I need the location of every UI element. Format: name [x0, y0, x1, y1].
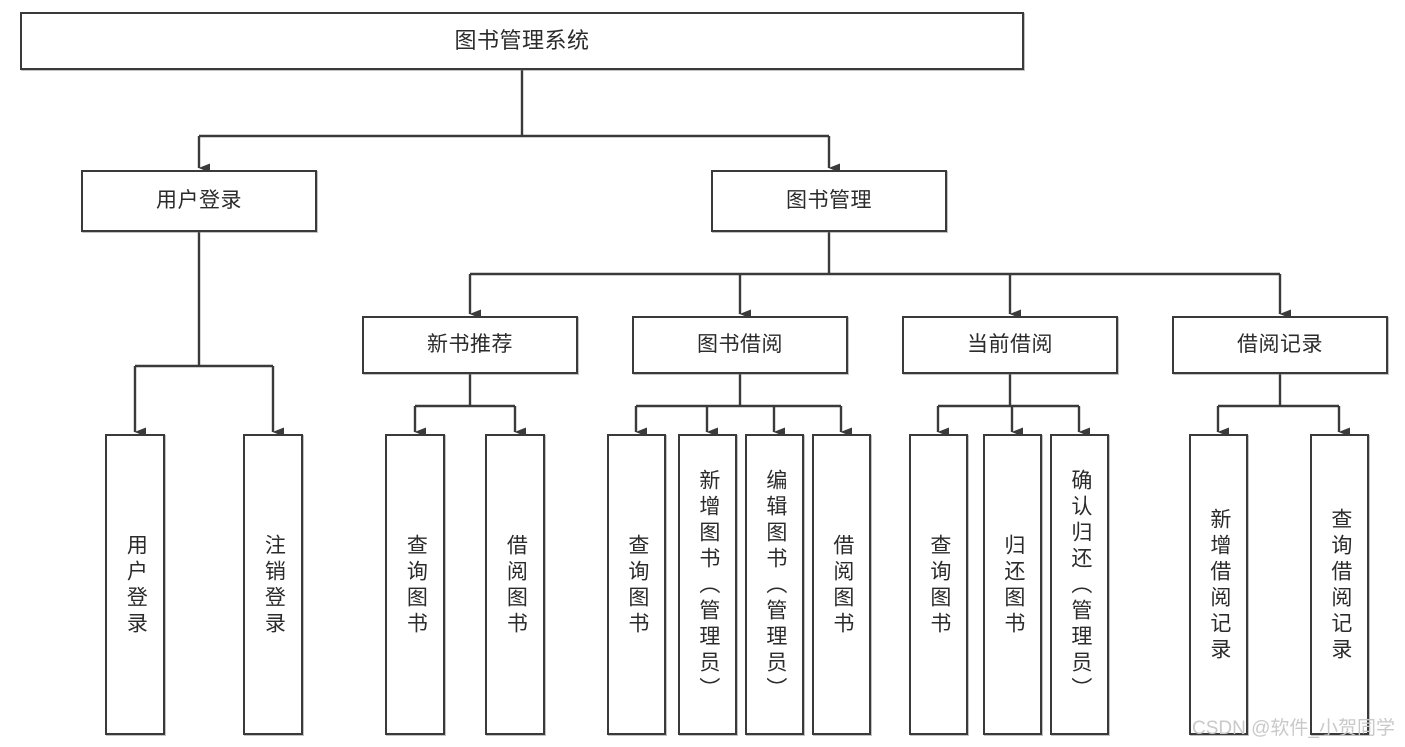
leaf-node-query-book-borrow[interactable]: 查询图书: [607, 434, 666, 735]
node-label: 图书管理系统: [454, 28, 590, 54]
leaf-node-return-book[interactable]: 归还图书: [983, 434, 1042, 735]
node-current-borrow[interactable]: 当前借阅: [902, 316, 1118, 374]
node-root-system[interactable]: 图书管理系统: [20, 12, 1024, 70]
node-book-borrow[interactable]: 图书借阅: [632, 316, 848, 374]
node-label: 查询图书: [625, 533, 649, 638]
node-label: 用户登录: [156, 188, 242, 212]
leaf-node-user-login[interactable]: 用户登录: [105, 434, 165, 735]
leaf-node-confirm-return-admin[interactable]: 确认归还（管理员）: [1050, 434, 1109, 735]
node-new-book-recommend[interactable]: 新书推荐: [362, 316, 578, 374]
node-label: 新增图书（管理员）: [696, 468, 720, 703]
node-label: 查询借阅记录: [1328, 507, 1352, 664]
node-borrow-record[interactable]: 借阅记录: [1172, 316, 1388, 374]
leaf-node-query-book-recommend[interactable]: 查询图书: [385, 434, 445, 735]
node-book-management[interactable]: 图书管理: [711, 170, 947, 232]
node-label: 新增借阅记录: [1207, 507, 1231, 664]
leaf-node-add-book-admin[interactable]: 新增图书（管理员）: [678, 434, 737, 735]
node-label: 当前借阅: [967, 332, 1053, 356]
node-label: 图书借阅: [697, 332, 783, 356]
node-label: 编辑图书（管理员）: [763, 468, 787, 703]
leaf-node-borrow-book-recommend[interactable]: 借阅图书: [485, 434, 545, 735]
node-label: 借阅图书: [830, 533, 854, 638]
node-label: 借阅记录: [1237, 332, 1323, 356]
leaf-node-borrow-book[interactable]: 借阅图书: [812, 434, 871, 735]
node-label: 注销登录: [262, 533, 286, 638]
node-user-login[interactable]: 用户登录: [81, 170, 317, 232]
node-label: 借阅图书: [504, 533, 528, 638]
node-label: 新书推荐: [427, 332, 513, 356]
node-label: 确认归还（管理员）: [1068, 468, 1092, 703]
leaf-node-query-book-current[interactable]: 查询图书: [909, 434, 968, 735]
node-label: 用户登录: [124, 533, 148, 638]
leaf-node-add-borrow-record[interactable]: 新增借阅记录: [1189, 434, 1248, 735]
node-label: 查询图书: [927, 533, 951, 638]
leaf-node-logout-login[interactable]: 注销登录: [243, 434, 303, 735]
node-label: 归还图书: [1001, 533, 1025, 638]
leaf-node-query-borrow-record[interactable]: 查询借阅记录: [1310, 434, 1369, 735]
node-label: 查询图书: [404, 533, 428, 638]
node-label: 图书管理: [786, 188, 872, 212]
connector-group: [133, 70, 1350, 437]
leaf-node-edit-book-admin[interactable]: 编辑图书（管理员）: [745, 434, 804, 735]
